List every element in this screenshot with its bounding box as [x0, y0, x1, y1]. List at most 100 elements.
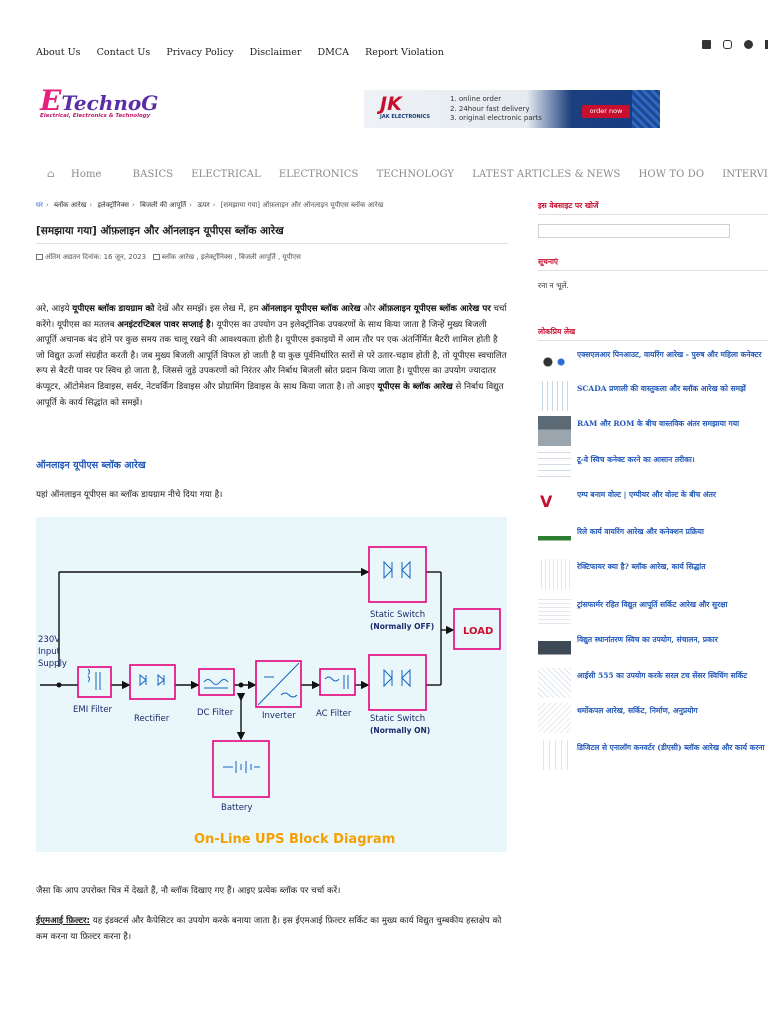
- list-item[interactable]: एक्सएलआर पिनआउट, वायरिंग आरेख - पुरुष और…: [538, 347, 768, 377]
- ad-banner[interactable]: JK JAK ELECTRONICS 1. online order 2. 24…: [364, 90, 660, 128]
- thumbnail: [538, 632, 571, 662]
- static-switch-on-block: [368, 654, 427, 711]
- link-contact-us[interactable]: Contact Us: [96, 47, 151, 58]
- tiktok-icon[interactable]: [765, 40, 768, 49]
- ups-block-diagram: 230V Input Supply EMI Filter Rectifier D…: [36, 517, 507, 852]
- label-inverter: Inverter: [262, 711, 296, 721]
- thumbnail: [538, 668, 571, 698]
- breadcrumb-power-supply[interactable]: बिजली की आपूर्ति: [140, 201, 187, 209]
- list-item[interactable]: आईसी 555 का उपयोग करके सरल टच सेंसर स्वि…: [538, 668, 768, 698]
- input-label-input: Input: [38, 647, 61, 657]
- nav-item-electrical[interactable]: ELECTRICAL: [191, 169, 261, 178]
- home-icon: ⌂: [47, 169, 55, 178]
- switch-on-symbol: [383, 668, 411, 688]
- label-normally-on: (Normally ON): [370, 726, 430, 735]
- breadcrumb-block-diagram[interactable]: ब्लॉक आरेख: [54, 201, 87, 209]
- list-item[interactable]: डिजिटल से एनालॉग कनवर्टर (डीएसी) ब्लॉक आ…: [538, 740, 768, 770]
- ad-brand-logo: JK JAK ELECTRONICS: [380, 93, 430, 120]
- search-heading-divider: [538, 214, 768, 215]
- article-categories[interactable]: ब्लॉक आरेख , इलेक्ट्रॉनिक्स , बिजली आपूर…: [161, 253, 301, 261]
- pinterest-icon[interactable]: [744, 40, 753, 49]
- list-item[interactable]: रेक्टिफायर क्या है? ब्लॉक आरेख, कार्य सि…: [538, 559, 768, 589]
- breadcrumb-home[interactable]: घर: [36, 201, 43, 209]
- thumbnail: [538, 416, 571, 446]
- folder-icon: [152, 254, 160, 260]
- nav-item-electronics[interactable]: ELECTRONICS: [278, 169, 359, 178]
- inverter-symbol: [257, 662, 300, 706]
- thumbnail: [538, 452, 571, 482]
- breadcrumb: घर› ब्लॉक आरेख› इलेक्ट्रॉनिक्स› बिजली की…: [36, 201, 384, 209]
- list-item[interactable]: रिले कार्य वायरिंग आरेख और कनेक्शन प्रक्…: [538, 524, 768, 554]
- static-switch-off-block: [368, 546, 427, 603]
- popular-heading: लोकप्रिय लेख: [538, 327, 576, 336]
- thumbnail: V: [538, 487, 571, 517]
- after-diagram-paragraph: जैसा कि आप उपरोक्त चित्र में देखते हैं, …: [36, 886, 341, 896]
- emi-filter-paragraph: ईएमआई फ़िल्टर: यह इंडक्टर्स और कैपेसिटर …: [36, 916, 502, 942]
- nav-item-technology[interactable]: TECHNOLOGY: [376, 169, 455, 178]
- updated-date: अंतिम अद्यतन दिनांक: 16 जून, 2023: [45, 253, 147, 261]
- thumbnail: [538, 524, 571, 554]
- facebook-icon[interactable]: [702, 40, 711, 49]
- rectifier-block: [129, 664, 176, 700]
- label-normally-off: (Normally OFF): [370, 622, 434, 631]
- search-heading: इस वेबसाइट पर खोजें: [538, 201, 599, 210]
- label-static-switch-on: Static Switch: [370, 714, 425, 724]
- ac-filter-symbol: [324, 675, 349, 689]
- link-disclaimer[interactable]: Disclaimer: [249, 47, 302, 58]
- list-item[interactable]: टू-वे स्विच कनेक्ट करने का आसान तरीका।: [538, 452, 768, 482]
- main-nav: ⌂ Home BASICS ELECTRICAL ELECTRONICS TEC…: [47, 162, 768, 178]
- list-item[interactable]: ट्रांसफार्मर रहित विद्युत आपूर्ति सर्किट…: [538, 597, 768, 627]
- list-item[interactable]: विद्युत स्थानांतरण स्विच का उपयोग, संचाल…: [538, 632, 768, 662]
- switch-off-symbol: [383, 560, 411, 580]
- breadcrumb-electronics[interactable]: इलेक्ट्रॉनिक्स: [97, 201, 129, 209]
- nav-item-interview[interactable]: INTERVIEW Q: [722, 169, 768, 178]
- label-ac-filter: AC Filter: [316, 709, 352, 719]
- emi-filter-block: [77, 666, 112, 698]
- list-item[interactable]: थर्मोकपल आरेख, सर्किट, निर्माण, अनुप्रयो…: [538, 703, 768, 733]
- nav-item-basics[interactable]: BASICS: [132, 169, 174, 178]
- title-divider: [36, 243, 508, 244]
- ac-filter-block: [319, 668, 356, 696]
- ad-feature-list: 1. online order 2. 24hour fast delivery …: [450, 95, 542, 122]
- load-block: [453, 608, 501, 650]
- article-meta: अंतिम अद्यतन दिनांक: 16 जून, 2023 ब्लॉक …: [36, 253, 506, 262]
- social-icons: [702, 40, 768, 49]
- site-logo[interactable]: ETechnoG Electrical, Electronics & Techn…: [40, 84, 170, 124]
- link-report-violation[interactable]: Report Violation: [365, 47, 444, 58]
- junction-battery: [238, 682, 244, 688]
- ad-pcb-image: [632, 90, 660, 128]
- dc-filter-block: [198, 668, 235, 696]
- link-privacy-policy[interactable]: Privacy Policy: [166, 47, 234, 58]
- label-battery: Battery: [221, 803, 252, 813]
- dc-filter-symbol: [203, 679, 229, 689]
- label-rectifier: Rectifier: [134, 714, 170, 724]
- link-dmca[interactable]: DMCA: [317, 47, 349, 58]
- diagram-caption: On-Line UPS Block Diagram: [194, 832, 395, 847]
- list-item[interactable]: SCADA प्रणाली की वास्तुकला और ब्लॉक आरेख…: [538, 381, 768, 411]
- logo-tagline: Electrical, Electronics & Technology: [40, 113, 151, 119]
- notices-heading-divider: [538, 270, 768, 271]
- breadcrumb-current: [समझाया गया] ऑफ़लाइन और ऑनलाइन यूपीएस ब्…: [220, 201, 384, 209]
- logo-wordmark: ETechnoG: [40, 84, 159, 117]
- label-emi-filter: EMI Filter: [73, 705, 112, 715]
- article-title: [समझाया गया] ऑफ़लाइन और ऑनलाइन यूपीएस ब्…: [36, 225, 284, 237]
- nav-item-home[interactable]: ⌂ Home: [47, 169, 102, 178]
- thumbnail: [538, 559, 571, 589]
- breadcrumb-ups[interactable]: ऊपर: [197, 201, 210, 209]
- instagram-icon[interactable]: [723, 40, 732, 49]
- nav-item-how-to-do[interactable]: HOW TO DO: [638, 169, 705, 178]
- list-item[interactable]: RAM और ROM के बीच वास्तविक अंतर समझाया ग…: [538, 416, 768, 446]
- search-input[interactable]: [538, 224, 730, 238]
- rectifier-symbol: [139, 673, 165, 687]
- ad-order-button[interactable]: order now: [582, 105, 630, 118]
- notices-text: रना न भूलें.: [538, 281, 569, 290]
- section-intro: यहां ऑनलाइन यूपीएस का ब्लॉक डायग्राम नीच…: [36, 490, 223, 500]
- thumbnail: [538, 597, 571, 627]
- label-load: LOAD: [463, 626, 493, 637]
- link-about-us[interactable]: About Us: [36, 47, 81, 58]
- thumbnail: [538, 703, 571, 733]
- thumbnail: [538, 347, 571, 377]
- emi-symbol: [87, 668, 101, 690]
- nav-item-latest[interactable]: LATEST ARTICLES & NEWS: [472, 169, 621, 178]
